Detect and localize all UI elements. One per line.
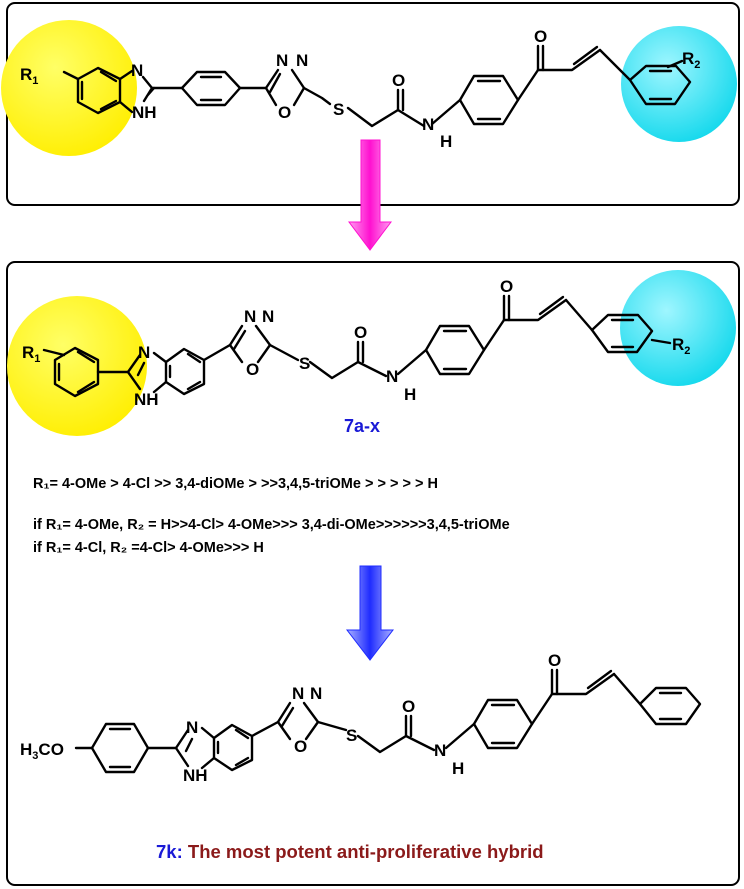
thioether-s-label: S: [333, 100, 344, 119]
7k-oxadiazole-n2-label: N: [310, 684, 322, 703]
7k-thioether-s-label: S: [346, 726, 357, 745]
amide-h-label: H: [440, 132, 452, 151]
aryl-highlight-circle: [7, 296, 147, 436]
series-amide-o-label: O: [354, 323, 367, 342]
r2-series-label: R2: [672, 335, 690, 357]
sar-r1-order: R₁= 4-OMe > 4-Cl >> 3,4-diOMe > >>3,4,5-…: [33, 476, 438, 492]
sar-panel: [6, 261, 740, 886]
benzimidazole-highlight-circle: [1, 20, 137, 156]
series-ketone-o-label: O: [500, 277, 513, 296]
7k-ketone-o-label: O: [548, 651, 561, 670]
amide-o-label: O: [392, 71, 405, 90]
series-oxadiazole-o-label: O: [246, 360, 259, 379]
7k-imidazole-n-label: N: [186, 718, 198, 737]
series-amide-h-label: H: [404, 385, 416, 404]
compound-7k-structure: H3CO N NH N N O S O N H O: [20, 651, 702, 785]
oxadiazole-n2-label: N: [296, 51, 308, 70]
phenyl-highlight-circle: [621, 26, 737, 142]
methoxy-label: H3CO: [20, 740, 64, 762]
7k-imidazole-nh-label: NH: [183, 766, 208, 785]
series-oxadiazole-n2-label: N: [262, 307, 274, 326]
7k-amide-h-label: H: [452, 759, 464, 778]
series-oxadiazole-n1-label: N: [244, 307, 256, 326]
compound-series-label: 7a-x: [344, 416, 380, 436]
lead-structure: R1 N NH N N O S O N H O R2: [20, 27, 700, 151]
series-thioether-s-label: S: [299, 354, 310, 373]
oxadiazole-o-label: O: [278, 103, 291, 122]
ketone-o-label: O: [534, 27, 547, 46]
series-imidazole-n-label: N: [138, 343, 150, 362]
7k-amide-o-label: O: [402, 697, 415, 716]
oxadiazole-n1-label: N: [276, 51, 288, 70]
series-imidazole-nh-label: NH: [134, 390, 159, 409]
imidazole-n-label: N: [131, 61, 143, 80]
r1-series-label: R1: [22, 343, 40, 365]
imidazole-nh-label: NH: [132, 103, 157, 122]
blue-down-arrow: [345, 565, 395, 661]
7k-amide-n-label: N: [434, 741, 446, 760]
r2-label: R2: [682, 49, 700, 71]
compound-7k-caption: 7k: The most potent anti-proliferative h…: [156, 841, 544, 862]
magenta-down-arrow: [348, 139, 392, 251]
amide-n-label: N: [422, 115, 434, 134]
phenyl-r2-highlight-circle: [620, 270, 736, 386]
sar-r2-order-cl: if R₁= 4-Cl, R₂ =4-Cl> 4-OMe>>> H: [33, 540, 264, 556]
7k-oxadiazole-n1-label: N: [292, 684, 304, 703]
sar-r2-order-ome: if R₁= 4-OMe, R₂ = H>>4-Cl> 4-OMe>>> 3,4…: [33, 517, 510, 533]
series-structure: R1 N NH N N O S O N H O R2: [22, 277, 690, 409]
series-amide-n-label: N: [386, 367, 398, 386]
7k-oxadiazole-o-label: O: [294, 737, 307, 756]
r1-label: R1: [20, 65, 38, 87]
